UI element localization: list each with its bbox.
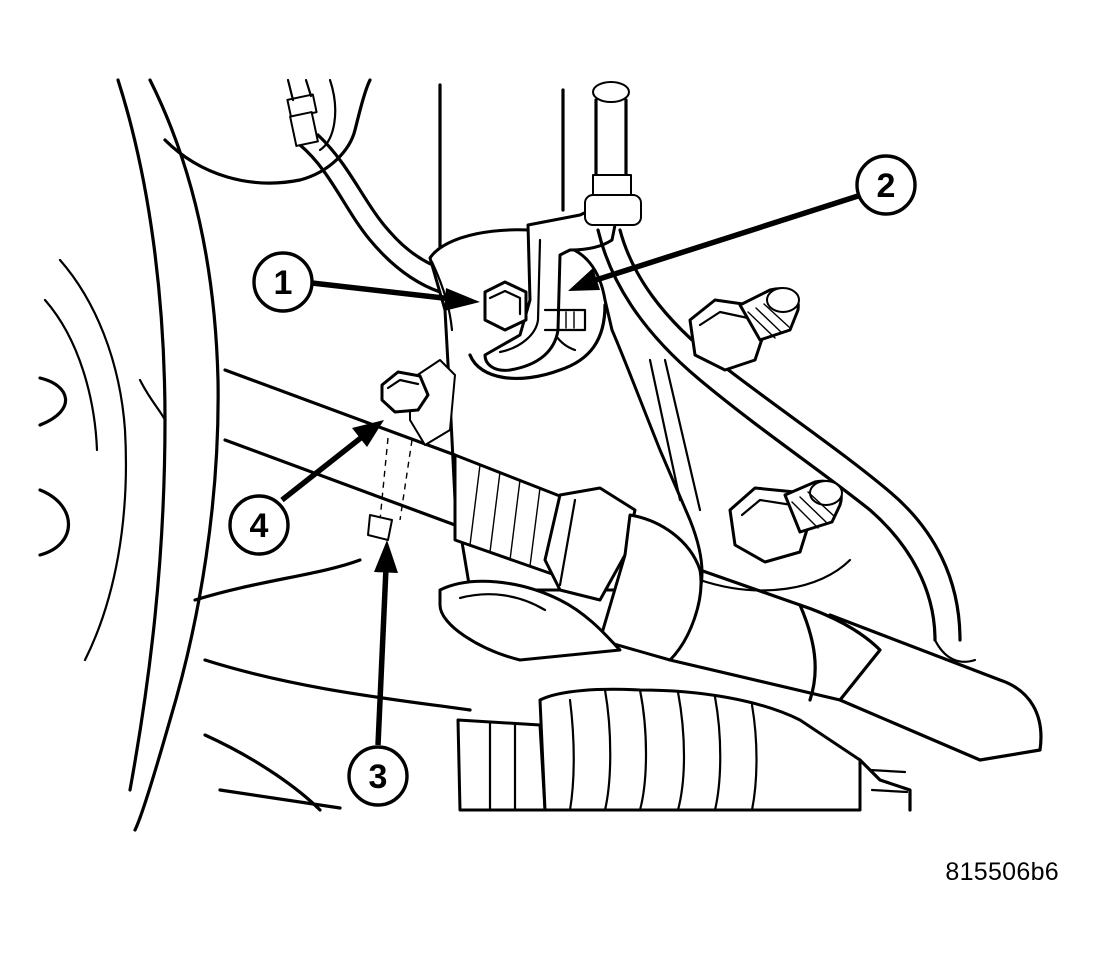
strut-tube: [438, 83, 565, 252]
leader-2: [568, 193, 859, 291]
bolt-4: [367, 359, 456, 541]
callout-1-label: 1: [274, 264, 293, 302]
lower-knuckle: [193, 558, 622, 812]
brake-hose-left: [286, 78, 447, 294]
bolt-1: [483, 280, 587, 332]
figure-id: 815506b6: [945, 858, 1059, 886]
callout-1: 1: [252, 251, 314, 313]
leader-1: [311, 280, 480, 311]
wheel-well: [163, 78, 372, 185]
upper-stud-nut: [688, 287, 800, 372]
callout-2-label: 2: [877, 167, 896, 205]
leader-4: [280, 420, 384, 503]
leader-3: [374, 540, 398, 746]
callout-4: 4: [228, 494, 290, 556]
lower-stud-nut: [698, 479, 852, 592]
callout-2: 2: [855, 154, 917, 216]
tire-edge: [38, 78, 220, 832]
callout-3-label: 3: [369, 758, 388, 796]
callout-4-label: 4: [250, 507, 269, 545]
steering-boot: [456, 687, 912, 812]
tie-rod-assembly: [223, 368, 1043, 762]
callout-3: 3: [347, 745, 409, 807]
brake-line-top: [584, 81, 977, 663]
